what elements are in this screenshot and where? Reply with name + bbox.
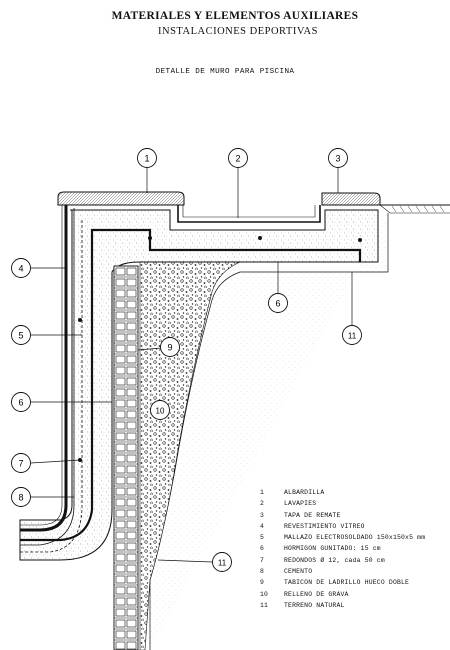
legend-item: 4 REVESTIMIENTO VITREO: [258, 523, 448, 534]
svg-text:2: 2: [235, 154, 240, 164]
legend-label: TAPA DE REMATE: [284, 511, 341, 519]
legend-number: 4: [260, 522, 265, 530]
vitreous-coating-line: [20, 205, 68, 532]
legend-label: LAVAPIES: [284, 500, 317, 508]
callout-8: 8: [11, 487, 31, 507]
legend-item: 8 CEMENTO: [258, 568, 448, 579]
legend-label: TERRENO NATURAL: [284, 601, 345, 609]
callout-11-right: 11: [342, 325, 362, 345]
coping-stone: [57, 191, 185, 206]
document-title: MATERIALES Y ELEMENTOS AUXILIARES: [111, 10, 359, 22]
legend-label: RELLENO DE GRAVA: [284, 590, 349, 598]
legend-number: 2: [260, 500, 265, 508]
legend: 1 ALBARDILLA 2 LAVAPIES 3 TAPA DE REMATE 4 REVE…: [258, 489, 448, 613]
callout-1: 1: [137, 148, 157, 168]
callout-4: 4: [11, 258, 31, 278]
svg-text:9: 9: [167, 343, 172, 353]
legend-label: REVESTIMIENTO VITREO: [284, 522, 365, 530]
legend-item: 2 LAVAPIES: [258, 500, 448, 511]
svg-text:8: 8: [18, 493, 23, 503]
svg-text:1: 1: [144, 154, 149, 164]
callout-3: 3: [328, 148, 348, 168]
hollow-brick-wall: [113, 265, 139, 650]
cement-layer-line: [20, 208, 75, 546]
drawing-title: DETALLE DE MURO PARA PISCINA: [155, 68, 295, 76]
footbath-channel: [177, 205, 321, 223]
document-subtitle: INSTALACIONES DEPORTIVAS: [158, 26, 318, 37]
legend-number: 7: [260, 556, 265, 564]
callouts: 1 2 3 4 5 6 7: [11, 148, 362, 572]
svg-text:4: 4: [18, 264, 23, 274]
legend-number: 6: [260, 545, 265, 553]
legend-number: 11: [260, 601, 269, 609]
svg-text:11: 11: [348, 332, 357, 341]
steel-mesh-line: [20, 220, 83, 553]
legend-number: 3: [260, 511, 265, 519]
top-cap: [321, 192, 381, 206]
callout-7: 7: [11, 453, 31, 473]
legend-item: 1 ALBARDILLA: [258, 489, 448, 500]
legend-number: 9: [260, 579, 265, 587]
legend-label: MALLAZO ELECTROSOLDADO 150x150x5 mm: [284, 534, 426, 542]
legend-label: HORMIGON GUNITADO: 15 cm: [284, 545, 381, 553]
legend-item: 5 MALLAZO ELECTROSOLDADO 150x150x5 mm: [258, 534, 448, 545]
legend-item: 9 TABICON DE LADRILLO HUECO DOBLE: [258, 579, 448, 590]
legend-number: 8: [260, 568, 265, 576]
legend-label: ALBARDILLA: [284, 489, 325, 496]
callout-10: 10: [150, 400, 170, 420]
callout-6-right: 6: [268, 293, 288, 313]
callout-2: 2: [228, 148, 248, 168]
callout-5: 5: [11, 325, 31, 345]
svg-text:5: 5: [18, 331, 23, 341]
svg-text:7: 7: [18, 459, 23, 469]
svg-text:10: 10: [156, 407, 165, 416]
ground-surface: [379, 204, 450, 214]
legend-label: TABICON DE LADRILLO HUECO DOBLE: [284, 579, 410, 587]
gunite-concrete-shell: [19, 209, 379, 561]
callout-6-left: 6: [11, 392, 31, 412]
legend-item: 6 HORMIGON GUNITADO: 15 cm: [258, 545, 448, 556]
legend-number: 1: [260, 489, 265, 496]
svg-text:6: 6: [18, 398, 23, 408]
svg-text:6: 6: [275, 299, 280, 309]
legend-item: 7 REDONDOS Ø 12, cada 50 cm: [258, 557, 448, 568]
callout-11-lower: 11: [212, 552, 232, 572]
legend-label: CEMENTO: [284, 568, 313, 576]
svg-text:11: 11: [218, 559, 227, 568]
callout-9: 9: [160, 337, 180, 357]
gravel-fill: [139, 261, 241, 650]
legend-label: REDONDOS Ø 12, cada 50 cm: [284, 556, 385, 564]
svg-text:3: 3: [335, 154, 340, 164]
legend-item: 11 TERRENO NATURAL: [258, 602, 448, 613]
legend-number: 10: [260, 590, 269, 598]
callout-leaders: [30, 168, 353, 563]
legend-item: 3 TAPA DE REMATE: [258, 512, 448, 523]
legend-number: 5: [260, 534, 265, 542]
header: MATERIALES Y ELEMENTOS AUXILIARES INSTAL…: [0, 10, 450, 37]
legend-item: 10 RELLENO DE GRAVA: [258, 591, 448, 602]
